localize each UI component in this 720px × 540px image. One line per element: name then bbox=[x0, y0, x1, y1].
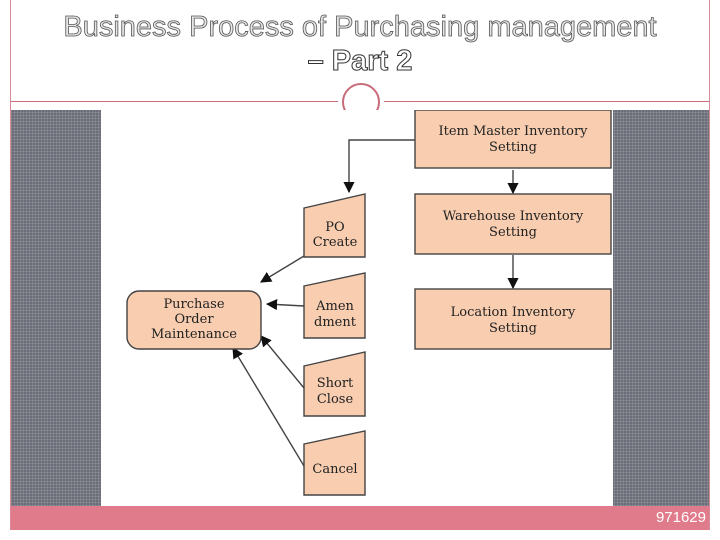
box-po-create: PO Create bbox=[303, 193, 366, 258]
title-line-1: Business Process of Purchasing managemen… bbox=[63, 11, 657, 44]
box-warehouse-line1: Warehouse Inventory bbox=[443, 209, 584, 224]
box-purchase-order-maintenance: Purchase Order Maintenance bbox=[126, 290, 262, 350]
box-purchase-order-line2: Order bbox=[174, 312, 214, 327]
box-cancel: Cancel bbox=[303, 430, 366, 496]
process-diagram: Item Master Inventory Setting Warehouse … bbox=[126, 109, 612, 496]
title-line-2: – Part 2 bbox=[0, 44, 720, 78]
box-location: Location Inventory Setting bbox=[414, 288, 612, 350]
title-line-2-text: – Part 2 bbox=[307, 45, 413, 78]
box-amendment-line1: Amen bbox=[315, 299, 354, 314]
box-item-master-line1: Item Master Inventory bbox=[438, 124, 588, 139]
box-item-master: Item Master Inventory Setting bbox=[414, 109, 612, 169]
box-warehouse-line2: Setting bbox=[489, 225, 537, 240]
box-location-line2: Setting bbox=[489, 321, 537, 336]
slide-frame bbox=[10, 0, 710, 530]
box-po-create-line2: Create bbox=[313, 235, 358, 250]
connector-shortclose-to-maintenance bbox=[260, 335, 305, 389]
page-number: 971629 bbox=[655, 509, 706, 526]
box-item-master-line2: Setting bbox=[489, 140, 537, 155]
footer-bar bbox=[11, 506, 709, 530]
connector-item-to-po bbox=[343, 139, 415, 194]
box-cancel-line1: Cancel bbox=[312, 462, 357, 477]
connector-po-to-maintenance bbox=[260, 255, 305, 283]
box-po-create-line1: PO bbox=[325, 220, 344, 235]
connector-cancel-to-maintenance bbox=[232, 347, 305, 467]
title-rule-left bbox=[11, 101, 338, 102]
box-amendment: Amen dment bbox=[303, 272, 366, 339]
box-short-close: Short Close bbox=[303, 351, 366, 417]
box-short-close-line1: Short bbox=[317, 376, 354, 391]
connectors bbox=[232, 139, 519, 467]
box-purchase-order-line1: Purchase bbox=[163, 297, 224, 312]
box-warehouse: Warehouse Inventory Setting bbox=[414, 193, 612, 255]
diagram-panel: Item Master Inventory Setting Warehouse … bbox=[101, 109, 613, 506]
slide-title: Business Process of Purchasing managemen… bbox=[0, 10, 720, 78]
connector-amendment-to-maintenance bbox=[265, 298, 305, 311]
title-rule-right bbox=[384, 101, 709, 102]
box-short-close-line2: Close bbox=[317, 392, 354, 407]
box-amendment-line2: dment bbox=[314, 315, 357, 330]
box-location-line1: Location Inventory bbox=[451, 305, 576, 320]
box-purchase-order-line3: Maintenance bbox=[151, 327, 237, 342]
